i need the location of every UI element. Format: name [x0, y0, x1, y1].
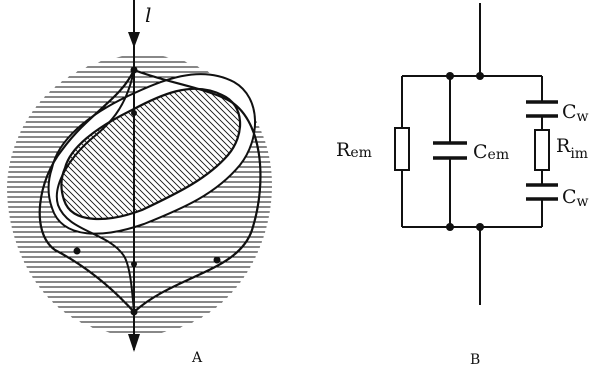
cell-hatch-line: [302, 70, 472, 240]
cell-hatch-line: [61, 88, 137, 220]
cell-body: [60, 87, 242, 220]
c-w-top-label: Cw: [562, 101, 589, 125]
junction-dot: [476, 72, 484, 80]
c-w-bottom-label: Cw: [562, 186, 589, 210]
cell-hatch-line: [290, 70, 460, 240]
node-dots: [73, 66, 221, 316]
r-em-label: Rem: [336, 139, 372, 161]
cell-hatch-line: [139, 88, 241, 220]
cell-hatch-line: [175, 88, 241, 220]
node-dot: [130, 66, 138, 74]
current-label: l: [145, 3, 151, 27]
panel-a: l A: [6, 0, 478, 366]
r-em-resistor: [394, 127, 410, 171]
cell-hatch-line: [61, 88, 107, 220]
cell-hatch-line: [133, 88, 241, 220]
inner-current-path: [55, 69, 135, 313]
r-im-resistor: [534, 129, 550, 171]
cell-hatch-line: [127, 88, 241, 220]
cell-hatch-line: [242, 70, 412, 240]
node-dot: [130, 308, 138, 316]
cell-hatch-line: [61, 88, 143, 220]
cell-hatch-line: [61, 88, 113, 220]
cell-hatch-line: [181, 88, 241, 220]
cell-hatch-line: [61, 88, 125, 220]
node-dot: [73, 247, 81, 255]
cell-hatch-line: [187, 88, 241, 220]
caption-b: B: [470, 352, 480, 368]
top-arrowhead-icon: [128, 32, 140, 48]
panel-b-labels: Rem Cem Cw Rim Cw B: [336, 101, 589, 368]
r-im-label: Rim: [556, 135, 588, 162]
junction-dot: [446, 223, 454, 231]
junction-dot: [446, 72, 454, 80]
caption-a: A: [191, 350, 203, 366]
c-em-label: Cem: [473, 141, 509, 163]
node-dot: [213, 256, 221, 264]
cell-hatch-line: [296, 70, 466, 240]
cell-hatch-line: [61, 88, 131, 220]
junction-dot: [476, 223, 484, 231]
cell-hatch-line: [163, 88, 241, 220]
cell-hatch-line: [308, 70, 478, 240]
cell-hatch-line: [169, 88, 241, 220]
cell-hatch-line: [157, 88, 241, 220]
node-dot: [131, 110, 137, 116]
cell-hatch-line: [248, 70, 418, 240]
cell-hatch-line: [61, 88, 119, 220]
panel-b: [394, 3, 558, 305]
bottom-arrowhead-icon: [128, 334, 140, 352]
cell-hatch-line: [235, 88, 241, 220]
node-dot: [131, 261, 137, 267]
